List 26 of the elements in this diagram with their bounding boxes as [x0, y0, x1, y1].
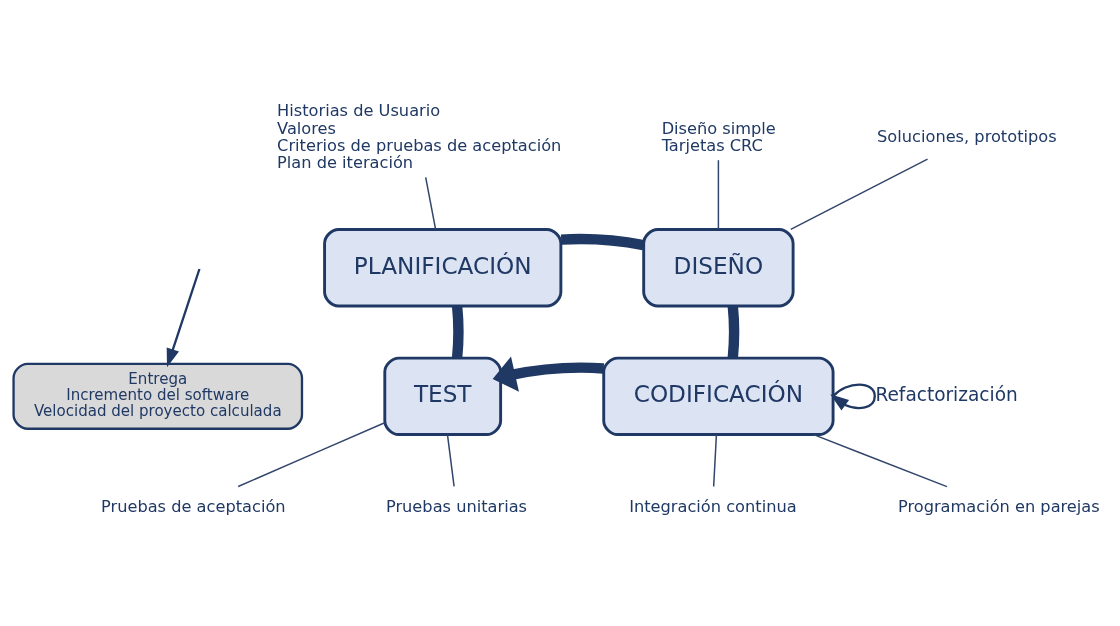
node-text: Pruebas de aceptación [101, 496, 286, 516]
connector [560, 233, 645, 250]
node-box: DISEÑO [642, 227, 795, 307]
node-text: Historias de Usuario Valores Criterios de pruebas de aceptación Plan de iteración [277, 100, 562, 172]
connector [790, 157, 929, 230]
connector [451, 305, 464, 358]
node-box: Entrega Incremento del software Velocidad del proyecto calculada [12, 362, 304, 430]
edge-label: Refactorización [875, 383, 1018, 405]
node-text: Diseño simple Tarjetas CRC [661, 118, 776, 155]
connector [717, 158, 720, 230]
connector [237, 421, 386, 487]
node-text: Programación en parejas [897, 496, 1100, 516]
arrow [830, 382, 876, 410]
arrow [492, 355, 604, 392]
node-text: Pruebas unitarias [385, 496, 528, 516]
node-text: Soluciones, prototipos [877, 126, 1057, 146]
node-box: PLANIFICACIÓN [323, 227, 563, 307]
connector [446, 433, 455, 487]
connector [712, 433, 718, 487]
connector [424, 176, 437, 230]
node-box: TEST [383, 356, 503, 436]
connector [727, 305, 740, 358]
connector [812, 433, 948, 487]
arrow [166, 268, 201, 367]
node-box: CODIFICACIÓN [602, 356, 835, 436]
node-text: Integración continua [629, 496, 797, 516]
